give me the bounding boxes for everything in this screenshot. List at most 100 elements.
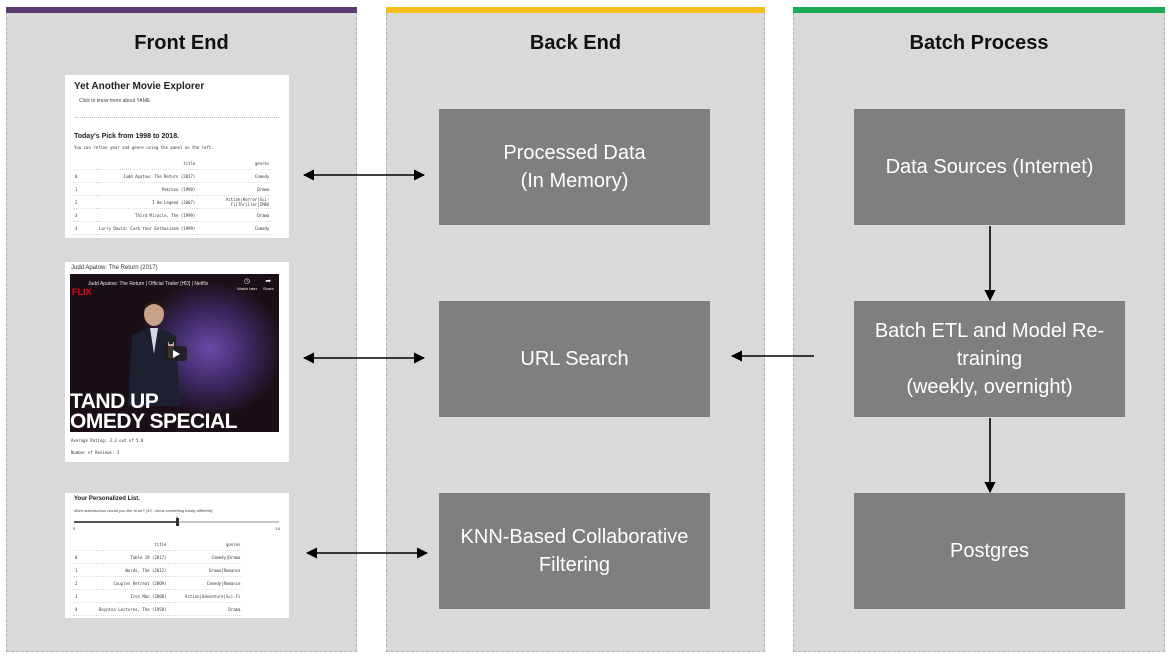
personalized-note: More adventurous would you like to be? (… <box>74 508 213 513</box>
table-cell: Drama <box>168 602 243 616</box>
table-cell: 1 <box>73 182 97 196</box>
explorer-table: title genres 0 Judd Apatow: The Return (… <box>73 157 272 235</box>
box-line: URL Search <box>520 348 629 370</box>
table-header: genres <box>168 538 243 551</box>
table-cell: Third Miracle, The (1999) <box>97 208 198 222</box>
personalized-table: title genres 0 Table 19 (2017) Comedy|Dr… <box>73 538 243 616</box>
table-header: genres <box>197 157 272 170</box>
table-cell: Drama <box>197 208 272 222</box>
explorer-subtitle: Click to know more about YAME <box>79 98 151 104</box>
divider <box>75 117 279 118</box>
table-row: 2 Couples Retreat (2009) Comedy|Romance <box>73 576 243 590</box>
table-row: 2 I Am Legend (2007) Action|Horror|Sci-F… <box>73 195 272 209</box>
batch-process-accent-bar <box>793 7 1165 13</box>
adventurous-slider[interactable] <box>74 518 279 526</box>
table-cell: Judd Apatow: The Return (2017) <box>97 169 198 183</box>
front-end-accent-bar <box>6 7 357 13</box>
table-header <box>73 157 97 170</box>
clock-icon: ◷ <box>243 278 251 285</box>
table-cell: Pokrovo (1999) <box>97 182 198 196</box>
share-button[interactable]: ➦ Share <box>263 278 274 291</box>
postgres-box: Postgres <box>854 493 1125 609</box>
data-sources-box: Data Sources (Internet) <box>854 109 1125 225</box>
batch-process-title: Batch Process <box>909 32 1049 54</box>
video-player[interactable]: Judd Apatow: The Return | Official Trail… <box>70 274 279 432</box>
front-end-title: Front End <box>134 32 229 54</box>
table-cell: Comedy <box>197 221 272 235</box>
table-header <box>73 538 97 551</box>
video-screenshot: Judd Apatow: The Return (2017) Judd Apat… <box>65 262 289 462</box>
table-header-row: title genres <box>73 538 243 551</box>
share-icon: ➦ <box>265 278 272 285</box>
box-line: Filtering <box>538 554 611 576</box>
slider-value: 5 <box>176 515 178 520</box>
play-button[interactable] <box>165 346 187 361</box>
table-cell: Drama|Romance <box>168 563 243 577</box>
table-cell: Boynton Lectures, The (1950) <box>97 602 169 616</box>
url-search-box: URL Search <box>439 301 710 417</box>
table-cell: Action|Adventure|Sci-Fi <box>168 589 243 603</box>
table-row: 4 Boynton Lectures, The (1950) Drama <box>73 602 243 616</box>
slider-max: 10 <box>275 526 280 531</box>
table-cell: Comedy|Romance <box>168 576 243 590</box>
table-cell: 3 <box>73 589 97 603</box>
table-cell: Larry David: Curb Your Enthusiasm (1999) <box>97 221 198 235</box>
review-count: Number of Reviews: 3 <box>71 450 120 455</box>
box-line: KNN-Based Collaborative <box>460 526 689 548</box>
box-line: (weekly, overnight) <box>906 376 1073 398</box>
table-cell: 0 <box>73 169 97 183</box>
overlay-line: TAND UP <box>70 390 159 413</box>
table-cell: 3 <box>73 208 97 222</box>
table-cell: 4 <box>73 221 97 235</box>
table-cell: Comedy <box>197 169 272 183</box>
video-title: Judd Apatow: The Return | Official Trail… <box>88 281 209 287</box>
table-header-row: title genres <box>73 157 272 170</box>
explorer-screenshot: Yet Another Movie Explorer Click to know… <box>65 75 289 238</box>
box-line: (In Memory) <box>520 170 629 192</box>
table-cell: I Am Legend (2007) <box>97 195 198 209</box>
video-caption: Judd Apatow: The Return (2017) <box>71 265 158 271</box>
explorer-title: Yet Another Movie Explorer <box>74 81 205 92</box>
personalized-title: Your Personalized List. <box>74 496 140 502</box>
personalized-screenshot: Your Personalized List. More adventurous… <box>65 493 289 618</box>
table-cell: 0 <box>73 550 97 564</box>
netflix-logo: FLIX <box>72 287 92 297</box>
table-row: 3 Third Miracle, The (1999) Drama <box>73 208 272 222</box>
table-cell: 2 <box>73 195 97 209</box>
table-row: 4 Larry David: Curb Your Enthusiasm (199… <box>73 221 272 235</box>
slider-handle[interactable] <box>176 518 179 526</box>
table-cell: 1 <box>73 563 97 577</box>
table-header: title <box>97 157 198 170</box>
table-cell: Drama <box>197 182 272 196</box>
batch-etl-box: Batch ETL and Model Re- training (weekly… <box>854 301 1125 417</box>
slider-fill <box>74 521 177 523</box>
table-row: 1 Words, The (2012) Drama|Romance <box>73 563 243 577</box>
explorer-heading: Today's Pick from 1998 to 2018. <box>74 133 180 140</box>
overlay-line: OMEDY SPECIAL <box>70 410 237 432</box>
share-label: Share <box>263 286 274 291</box>
processed-data-box: Processed Data (In Memory) <box>439 109 710 225</box>
watch-later-button[interactable]: ◷ Watch later <box>237 278 257 291</box>
box-line: training <box>956 348 1023 370</box>
back-end-title: Back End <box>529 32 622 54</box>
slider-min: 0 <box>73 526 76 531</box>
table-row: 1 Pokrovo (1999) Drama <box>73 182 272 196</box>
back-end-accent-bar <box>386 7 765 13</box>
table-cell: Words, The (2012) <box>97 563 169 577</box>
watch-later-label: Watch later <box>237 286 258 291</box>
box-line: Postgres <box>950 540 1029 562</box>
table-cell: Couples Retreat (2009) <box>97 576 169 590</box>
explorer-note: You can refine year and genre using the … <box>74 145 214 150</box>
table-cell: Iron Man (2008) <box>97 589 169 603</box>
table-row: 0 Judd Apatow: The Return (2017) Comedy <box>73 169 272 183</box>
knn-filtering-box: KNN-Based Collaborative Filtering <box>439 493 710 609</box>
table-cell: 2 <box>73 576 97 590</box>
table-cell: 4 <box>73 602 97 616</box>
average-rating: Average Rating: 3.3 out of 5.0 <box>71 438 144 443</box>
table-cell: Action|Horror|Sci-Fi|Thriller|IMAX <box>197 195 272 209</box>
table-cell: Comedy|Drama <box>168 550 243 564</box>
table-row: 3 Iron Man (2008) Action|Adventure|Sci-F… <box>73 589 243 603</box>
table-cell: Table 19 (2017) <box>97 550 169 564</box>
box-line: Data Sources (Internet) <box>885 156 1094 178</box>
